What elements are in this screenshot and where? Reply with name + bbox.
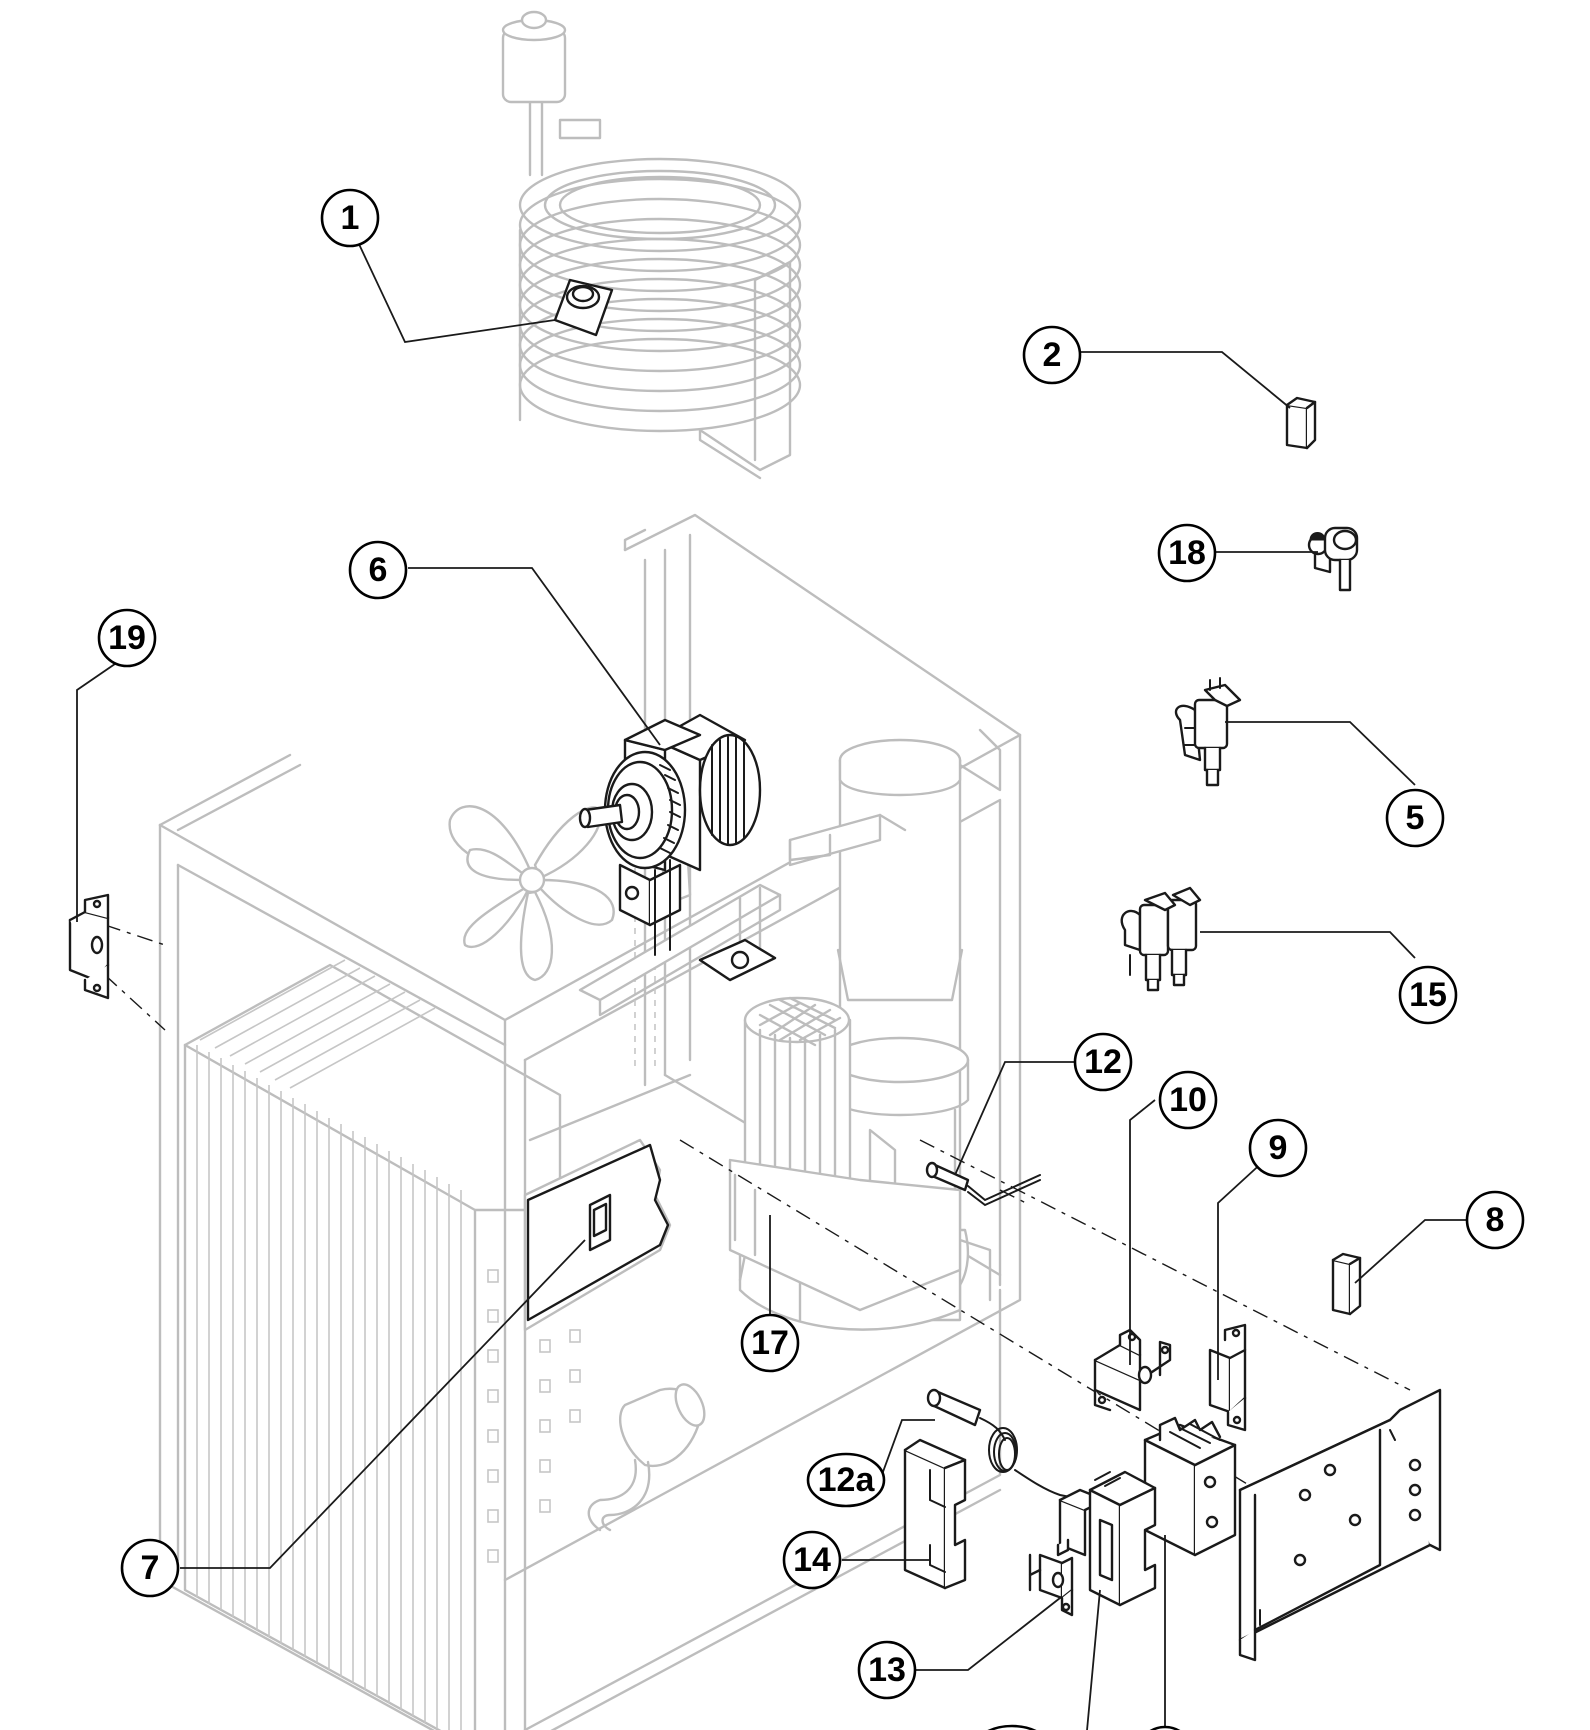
coil-assembly	[501, 10, 802, 480]
part-14-block	[903, 1438, 967, 1590]
part-19-bracket	[68, 893, 110, 1000]
callout-12: 12	[1073, 1032, 1133, 1092]
part-1-sensor-pad	[553, 278, 614, 337]
svg-text:7: 7	[141, 1549, 160, 1587]
svg-text:17: 17	[751, 1324, 789, 1362]
callout-8: 8	[1465, 1190, 1525, 1250]
svg-text:2: 2	[1043, 336, 1062, 374]
callout-12a: 12a	[806, 1452, 886, 1508]
svg-text:5: 5	[1406, 799, 1425, 837]
callout-6: 6	[348, 540, 408, 600]
motor-17	[728, 996, 962, 1312]
assembly-lines	[104, 924, 1411, 1511]
callout-7: 7	[120, 1538, 180, 1598]
part-8-cap	[1331, 1252, 1362, 1316]
svg-text:1: 1	[341, 199, 360, 237]
condenser-fins	[183, 959, 581, 1730]
part-2-cap	[1285, 396, 1317, 450]
part-12a-probe	[926, 1388, 1086, 1501]
callout-18: 18	[1157, 523, 1217, 583]
svg-text:10: 10	[1169, 1081, 1207, 1119]
electrical-box	[1238, 1388, 1442, 1662]
callout-11: 11	[1149, 1725, 1181, 1730]
callouts: 1 2 18 5 15 6 19 7	[97, 188, 1525, 1730]
svg-text:9: 9	[1269, 1129, 1288, 1167]
svg-text:6: 6	[369, 551, 388, 589]
part-18-valve	[1307, 526, 1359, 592]
svg-text:14: 14	[793, 1541, 831, 1579]
callout-19: 19	[97, 608, 157, 668]
callout-10: 10	[1158, 1070, 1218, 1130]
highlighted-parts	[68, 278, 1442, 1662]
callout-12b: 12b	[987, 1724, 1037, 1730]
svg-text:12a: 12a	[818, 1461, 876, 1499]
svg-text:8: 8	[1486, 1201, 1505, 1239]
callout-1: 1	[320, 188, 380, 248]
svg-text:13: 13	[868, 1651, 906, 1689]
callout-17: 17	[740, 1313, 800, 1373]
svg-text:15: 15	[1409, 976, 1447, 1014]
callout-2: 2	[1022, 325, 1082, 385]
callout-13: 13	[857, 1640, 917, 1700]
part-11-relay	[1143, 1416, 1237, 1557]
part-13-relay	[1028, 1488, 1107, 1617]
part-7-control-card	[526, 1143, 670, 1322]
callout-14: 14	[782, 1530, 842, 1590]
part-10-bracket	[1093, 1328, 1172, 1412]
part-12-probe	[925, 1161, 1041, 1207]
ghosted-context	[158, 10, 1022, 1730]
callout-5: 5	[1385, 788, 1445, 848]
part-12b-contactor	[1088, 1470, 1157, 1607]
fan-blade	[448, 805, 615, 982]
svg-text:19: 19	[108, 619, 146, 657]
svg-text:12: 12	[1084, 1043, 1122, 1081]
svg-text:18: 18	[1168, 534, 1206, 572]
receiver-tank	[587, 1383, 706, 1532]
part-6-fan-motor	[578, 713, 762, 956]
part-15-double-valve	[1120, 886, 1202, 992]
callout-9: 9	[1248, 1118, 1308, 1178]
part-5-solenoid-valve	[1174, 677, 1242, 787]
callout-15: 15	[1398, 965, 1458, 1025]
part-9-bracket	[1208, 1323, 1247, 1432]
